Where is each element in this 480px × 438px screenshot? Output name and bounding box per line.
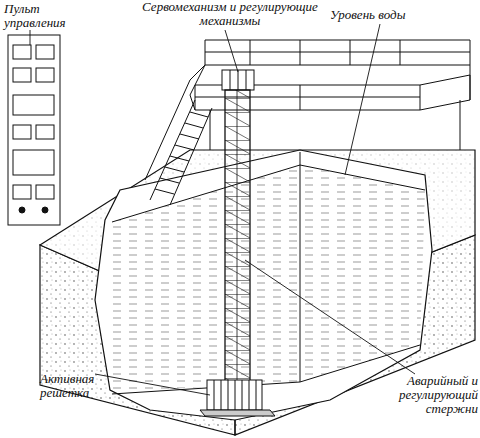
control-panel [8, 35, 60, 225]
pool-floor-edge [300, 345, 420, 382]
callout-label: Аварийный и регулирующий стержни [372, 374, 478, 416]
water-hatching [112, 165, 425, 392]
water-surface [112, 165, 425, 222]
leader-lines [30, 24, 415, 395]
leader-line [225, 30, 238, 72]
callout-label: Уровень воды [330, 8, 440, 22]
pool-cut-edge [95, 150, 432, 420]
rod-tower [225, 90, 250, 385]
leader-line [345, 24, 380, 175]
servo-mechanisms [222, 70, 254, 90]
leader-line [245, 260, 415, 374]
leader-line [95, 374, 210, 395]
callout-label: Сервомеханизм и регулирующие механизмы [140, 0, 320, 28]
callout-label: Активная решетка [40, 372, 120, 400]
callout-label: Пульт управления [4, 2, 79, 30]
reactor-core [200, 380, 275, 416]
pool-floor-edge [112, 382, 300, 394]
leader-line [30, 30, 31, 45]
pool-cutaway [95, 150, 432, 420]
pool-back-corner [300, 152, 301, 382]
stairs [145, 65, 212, 205]
